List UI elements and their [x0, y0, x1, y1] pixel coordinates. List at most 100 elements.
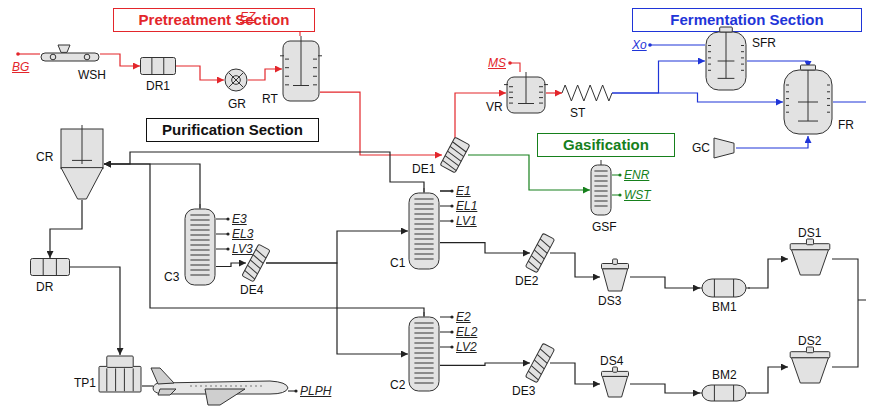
icon-part: [786, 112, 830, 113]
equipment-unit: DS1: [788, 242, 832, 276]
stream-label: LV2: [456, 340, 477, 354]
stream-dot: [294, 389, 297, 392]
icon-part: [594, 176, 607, 177]
icon-part: [441, 160, 457, 170]
icon-part: [190, 245, 209, 246]
icon-part: [414, 373, 433, 374]
stream-dot: [618, 193, 621, 196]
equipment-unit: DR: [30, 258, 70, 276]
airplane: [151, 368, 288, 405]
equipment-label: WSH: [78, 68, 106, 82]
icon-part: [792, 358, 829, 383]
icon-part: [43, 259, 56, 275]
equipment-label: ST: [570, 106, 585, 120]
icon-part: [698, 288, 750, 289]
icon-part: [243, 270, 256, 279]
icon-part: [601, 160, 602, 165]
stream-connector: [455, 93, 506, 140]
icon-part: [702, 385, 746, 401]
icon-part: [602, 269, 627, 291]
stream-label: MS: [488, 56, 506, 70]
stream-dot: [226, 247, 229, 250]
icon-part: [708, 51, 744, 52]
icon-part: [786, 98, 830, 99]
equipment-icon: [184, 208, 216, 286]
feed-line: [18, 53, 40, 54]
product-line: [142, 385, 153, 386]
section-title: Pretreatment Section: [139, 11, 290, 28]
icon-part: [525, 343, 554, 382]
icon-part: [440, 137, 470, 173]
icon-part: [61, 168, 103, 199]
icon-part: [591, 165, 611, 215]
icon-part: [249, 260, 262, 269]
icon-part: [414, 353, 433, 354]
icon-part: [285, 59, 317, 60]
equipment-unit: DR1: [140, 57, 176, 75]
icon-part: [115, 368, 116, 391]
equipment-label: C1: [390, 256, 405, 270]
section-title: Gasification: [563, 136, 649, 153]
stream-label: WST: [624, 188, 651, 202]
icon-part: [594, 171, 607, 172]
equipment-label: TP1: [74, 376, 96, 390]
icon-part: [562, 85, 612, 101]
feed-line: [510, 63, 520, 72]
stream-line: [216, 219, 228, 249]
stream-connector: [550, 253, 600, 277]
stream-dot: [450, 219, 453, 222]
equipment-label: DR: [36, 280, 53, 294]
icon-part: [533, 250, 546, 259]
icon-part: [190, 260, 209, 261]
equipment-label: BM1: [712, 300, 737, 314]
feed-stubs: [18, 17, 866, 391]
icon-part: [285, 76, 317, 77]
icon-part: [720, 27, 733, 32]
stream-connector: [104, 152, 424, 192]
stream-line: [440, 191, 452, 221]
icon-part: [414, 229, 433, 230]
equipment-unit: VR: [506, 72, 546, 114]
equipment-label: DS3: [598, 294, 621, 308]
icon-part: [124, 368, 125, 391]
icon-part: [714, 385, 733, 401]
icon-part: [706, 32, 746, 90]
equipment-icon: [600, 262, 630, 292]
icon-part: [449, 146, 465, 156]
icon-part: [72, 125, 92, 164]
icon-part: [518, 72, 534, 104]
stream-label: EL2: [456, 325, 477, 339]
icon-part: [190, 230, 209, 231]
stream-dots: [16, 15, 652, 392]
icon-part: [801, 65, 816, 70]
icon-part: [527, 371, 540, 380]
product-line: [833, 101, 866, 102]
icon-part: [141, 58, 176, 75]
stream-dot: [450, 189, 453, 192]
equipment-unit: C2: [408, 316, 440, 392]
section-box: Pretreatment Section: [113, 8, 315, 32]
equipment-label: DE1: [412, 162, 435, 176]
icon-part: [190, 255, 209, 256]
icon-part: [414, 224, 433, 225]
icon-part: [539, 239, 552, 248]
icon-part: [594, 196, 607, 197]
stream-label: Xo: [632, 38, 647, 52]
stream-connector: [50, 200, 82, 258]
stream-connector: [440, 243, 530, 253]
icon-part: [714, 279, 733, 297]
stream-connector: [104, 164, 200, 208]
stream-connector: [100, 54, 140, 66]
icon-part: [293, 36, 309, 86]
icon-part: [786, 85, 830, 86]
stream-connector: [736, 136, 808, 148]
icon-part: [414, 323, 433, 324]
icon-part: [133, 368, 134, 391]
section-box: Fermentation Section: [632, 8, 862, 32]
icon-part: [190, 220, 209, 221]
icon-part: [414, 219, 433, 220]
stream-dot: [648, 43, 652, 47]
wing: [205, 389, 245, 405]
stream-label: E3: [232, 212, 247, 226]
equipment-icon: [282, 36, 320, 102]
